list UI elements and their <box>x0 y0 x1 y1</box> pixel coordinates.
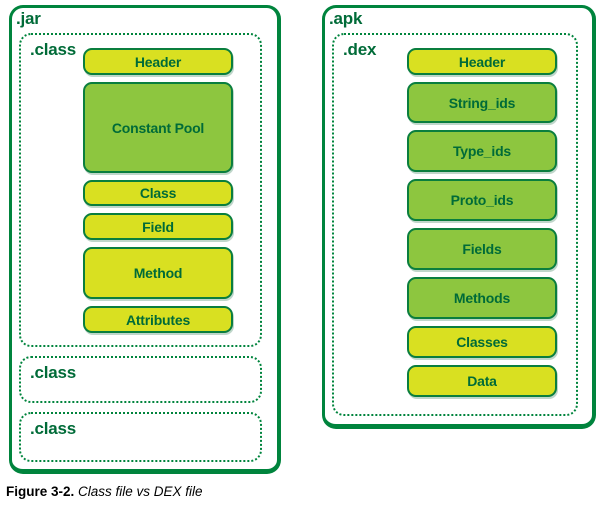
figure-caption: Figure 3-2. Class file vs DEX file <box>6 484 203 499</box>
structure-box-attributes: Attributes <box>83 306 233 333</box>
class-label-2: .class <box>30 363 77 382</box>
structure-box-header: Header <box>83 48 233 75</box>
class-container-2: .class <box>19 356 262 403</box>
dex-label: .dex <box>343 40 377 59</box>
structure-box-string-ids: String_ids <box>407 82 557 123</box>
structure-box-method: Method <box>83 247 233 299</box>
figure-caption-text: Class file vs DEX file <box>78 484 203 499</box>
structure-box-constant-pool: Constant Pool <box>83 82 233 173</box>
structure-box-proto-ids: Proto_ids <box>407 179 557 221</box>
apk-label: .apk <box>329 9 363 28</box>
structure-box-fields: Fields <box>407 228 557 270</box>
structure-box-header: Header <box>407 48 557 75</box>
jar-label: .jar <box>16 9 41 28</box>
structure-box-field: Field <box>83 213 233 240</box>
structure-box-classes: Classes <box>407 326 557 358</box>
figure-caption-number: Figure 3-2. <box>6 484 75 499</box>
class-label-3: .class <box>30 419 77 438</box>
structure-box-methods: Methods <box>407 277 557 319</box>
class-container-3: .class <box>19 412 262 462</box>
class-label: .class <box>30 40 77 59</box>
structure-box-class: Class <box>83 180 233 206</box>
structure-box-data: Data <box>407 365 557 397</box>
structure-box-type-ids: Type_ids <box>407 130 557 172</box>
